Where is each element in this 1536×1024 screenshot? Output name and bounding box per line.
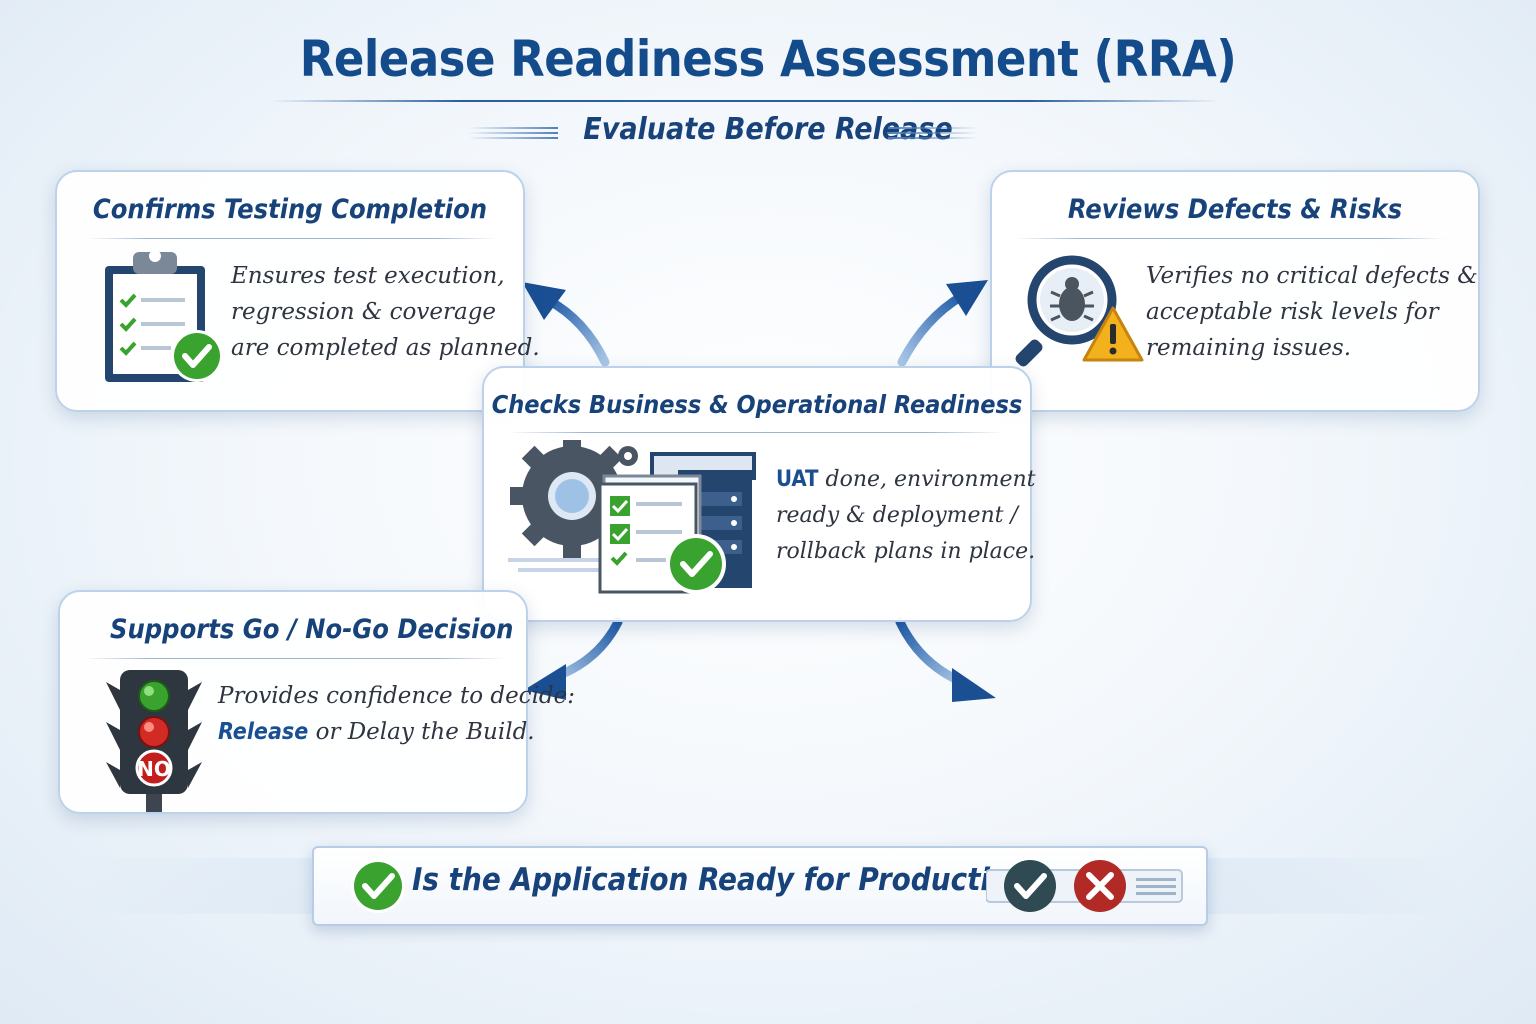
card-testing-completion: Confirms Testing Completion Ensures test… — [55, 170, 540, 412]
decision-toggle-icons — [986, 860, 1183, 912]
card-description: Provides confidence to decide: Release o… — [218, 678, 575, 750]
arrow-to-testing-head — [522, 282, 566, 320]
card-business-readiness: Checks Business & Operational Readiness — [482, 366, 1036, 622]
card-go-no-go-decision: Supports Go / No-Go Decision NO Provides… — [58, 590, 575, 814]
page-title: Release Readiness Assessment (RRA) — [299, 30, 1237, 88]
arrow-to-defects-head — [946, 280, 988, 316]
check-icon — [351, 859, 405, 913]
subtitle-ornament-left — [468, 124, 558, 142]
card-text-line: acceptable risk levels for — [1146, 299, 1439, 325]
gear-checklist-server-icon — [508, 440, 756, 594]
card-title: Confirms Testing Completion — [92, 194, 488, 225]
card-divider — [87, 238, 497, 239]
clipboard-checklist-icon — [105, 250, 223, 382]
title-divider — [270, 100, 1220, 102]
card-defects-risks: Reviews Defects & Risks Verifies no crit… — [990, 170, 1480, 412]
warning-icon — [1082, 306, 1144, 362]
production-readiness-banner: Is the Application Ready for Production? — [312, 846, 1208, 926]
card-description: Verifies no critical defects & acceptabl… — [1146, 258, 1478, 366]
check-button-icon — [1004, 860, 1056, 912]
traffic-light-icon: NO — [106, 670, 202, 812]
arrow-to-testing — [543, 295, 610, 367]
card-divider — [84, 658, 504, 659]
card-description: Ensures test execution, regression & cov… — [231, 258, 540, 366]
no-label: NO — [137, 757, 171, 781]
bug-magnifier-icon — [1015, 255, 1117, 367]
card-text-line: ready & deployment / — [776, 503, 1018, 528]
card-text-line: UAT done, environment — [776, 462, 1036, 498]
highlight-uat: UAT — [776, 467, 819, 492]
card-text-line: remaining issues. — [1146, 335, 1352, 361]
card-text-line: Ensures test execution, — [231, 263, 505, 289]
arrow-to-banner-head — [952, 668, 996, 702]
card-title: Checks Business & Operational Readiness — [491, 390, 1023, 419]
card-text-line: Verifies no critical defects & — [1146, 263, 1478, 289]
arrow-to-defects — [897, 291, 967, 367]
card-text-line: Release or Delay the Build. — [218, 714, 575, 750]
card-text-line: Provides confidence to decide: — [218, 683, 576, 709]
card-title: Reviews Defects & Risks — [1067, 194, 1403, 225]
card-text-segment: or Delay the Build. — [308, 719, 535, 745]
subtitle-ornament-right — [888, 124, 978, 142]
arrow-to-decision-head — [524, 664, 566, 700]
card-title: Supports Go / No-Go Decision — [110, 614, 514, 645]
card-text-line: regression & coverage — [231, 299, 497, 325]
card-divider — [1016, 238, 1446, 239]
card-text-line: are completed as planned. — [231, 335, 540, 361]
card-text-segment: done, environment — [818, 467, 1036, 492]
cross-icon — [1074, 860, 1126, 912]
card-description: UAT done, environment ready & deployment… — [776, 462, 1036, 570]
card-divider — [508, 432, 1004, 433]
page-subtitle: Evaluate Before Release — [583, 112, 953, 147]
banner-question: Is the Application Ready for Production? — [412, 862, 1046, 898]
highlight-release: Release — [218, 719, 309, 745]
card-text-line: rollback plans in place. — [776, 539, 1036, 564]
